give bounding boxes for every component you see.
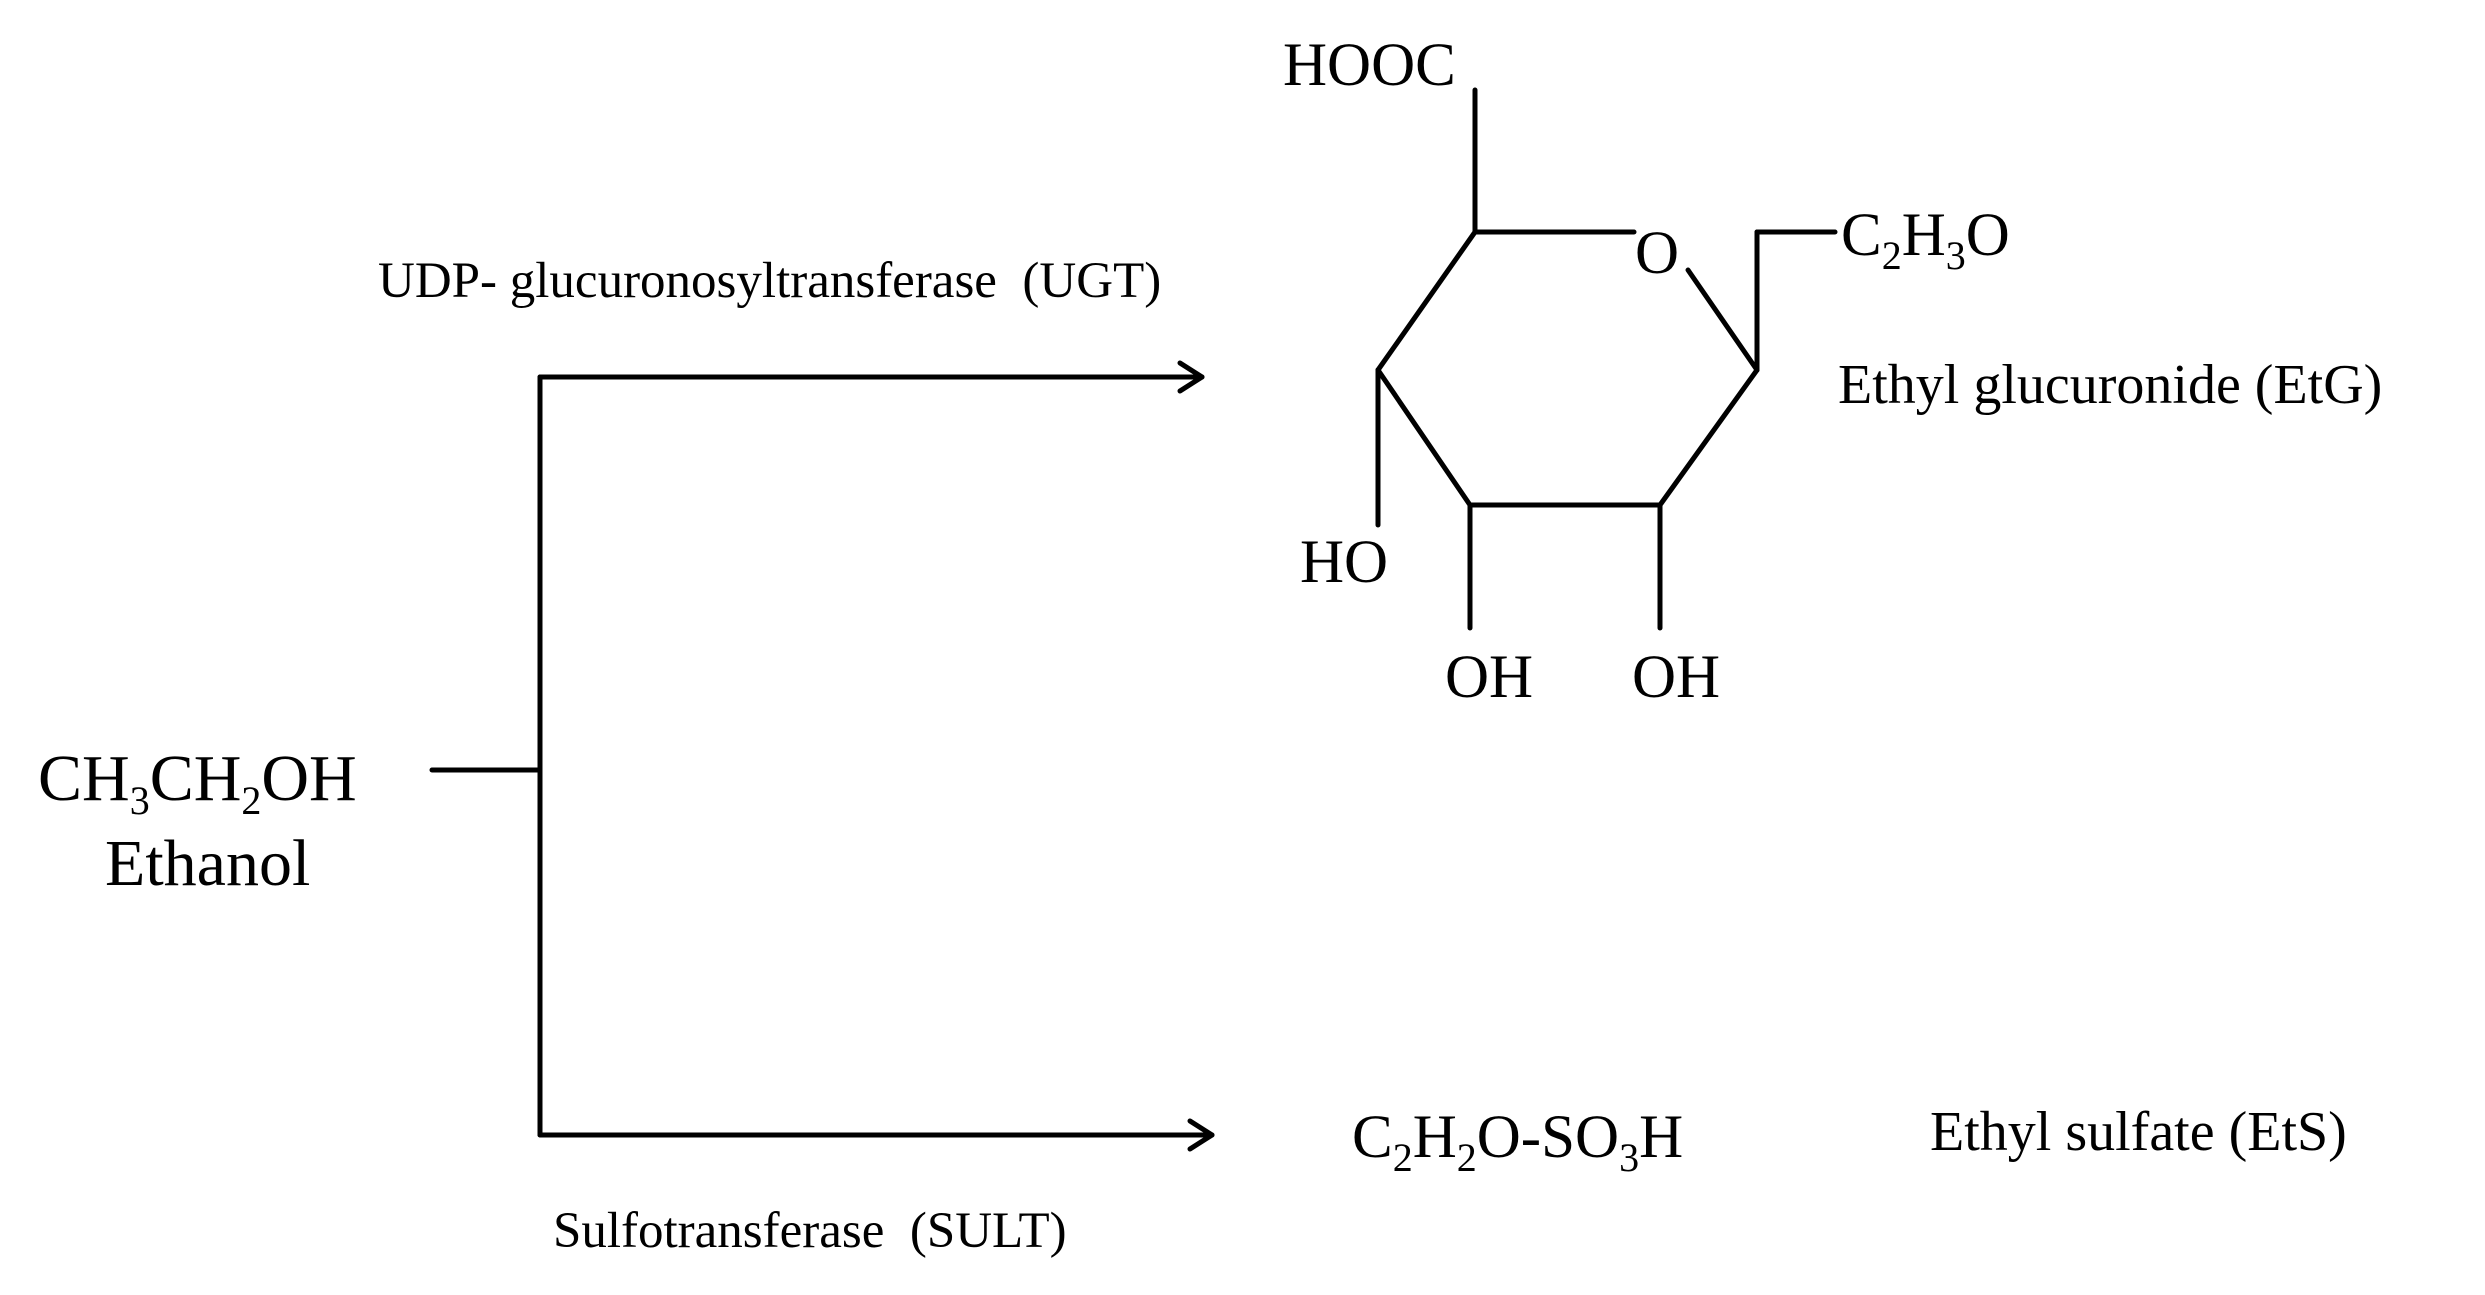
etg-product-name: Ethyl glucuronide (EtG): [1838, 354, 2382, 416]
hydroxyl-right-label: OH: [1632, 644, 1720, 711]
ethyl-substituent-label: C2H3O: [1841, 202, 2010, 278]
sult-arrowhead: [1187, 1118, 1215, 1152]
ethanol-formula: CH3CH2OH: [38, 742, 357, 823]
sult-enzyme-label: Sulfotransferase (SULT): [553, 1203, 1067, 1259]
ring-bond: [1657, 367, 1760, 508]
ugt-arrowhead: [1177, 360, 1205, 394]
pathway-connectors: [429, 360, 1215, 1152]
ring-bond: [1375, 367, 1473, 508]
hydroxyl-mid-label: OH: [1445, 644, 1533, 711]
ets-product-formula: C2H2O-SO3H: [1352, 1104, 1683, 1180]
ring-oxygen-label: O: [1635, 220, 1679, 287]
ethanol-name: Ethanol: [105, 827, 310, 900]
hydroxyl-left-label: HO: [1300, 529, 1388, 596]
ring-bond: [1375, 229, 1478, 373]
etg-ring-structure: [1375, 87, 1838, 631]
ugt-enzyme-label: UDP- glucuronosyltransferase (UGT): [378, 253, 1161, 309]
carboxyl-group-label: HOOC: [1283, 32, 1456, 99]
ets-product-name: Ethyl sulfate (EtS): [1930, 1101, 2347, 1163]
ring-bond: [1685, 267, 1760, 373]
